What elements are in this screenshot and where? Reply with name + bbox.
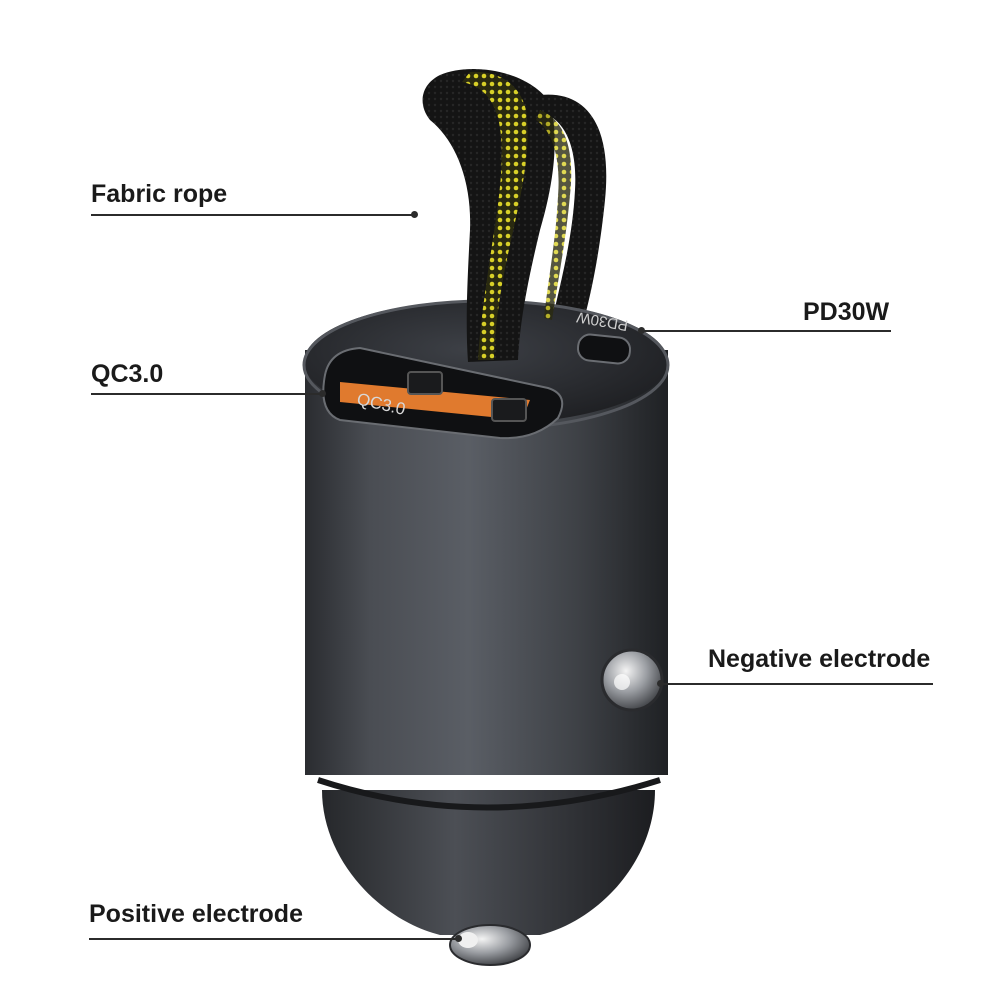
callout-pd30w-dot <box>638 327 645 334</box>
callout-qc30: QC3.0 <box>91 360 164 388</box>
callout-positive-electrode-dot <box>455 935 462 942</box>
callout-qc30-line <box>91 393 323 395</box>
callout-pd30w: PD30W <box>803 298 890 326</box>
dome-seam <box>317 777 661 811</box>
usb-a-pin-left <box>407 371 443 395</box>
fabric-strap-back <box>530 94 607 356</box>
callout-positive-electrode-line <box>89 938 459 940</box>
usb-a-pin-right <box>491 398 527 422</box>
charger-body <box>305 350 668 775</box>
callout-fabric-rope-dot <box>411 211 418 218</box>
usb-a-tongue <box>340 382 530 420</box>
callout-negative-electrode-line <box>660 683 933 685</box>
callout-positive-electrode: Positive electrode <box>89 900 303 928</box>
callout-fabric-rope-line <box>91 214 416 216</box>
negative-electrode <box>600 648 664 712</box>
charger-dome <box>322 790 655 935</box>
strap-yellow-stripe-back <box>536 110 572 320</box>
callout-negative-electrode-dot <box>657 680 664 687</box>
callout-fabric-rope: Fabric rope <box>91 180 228 208</box>
negative-electrode-highlight <box>614 674 630 690</box>
callout-pd30w-line <box>641 330 891 332</box>
positive-electrode-tip <box>458 932 478 948</box>
usb-c-port <box>576 333 632 365</box>
callout-qc30-dot <box>319 390 326 397</box>
strap-yellow-stripe <box>462 71 528 360</box>
callout-negative-electrode: Negative electrode <box>708 645 931 673</box>
